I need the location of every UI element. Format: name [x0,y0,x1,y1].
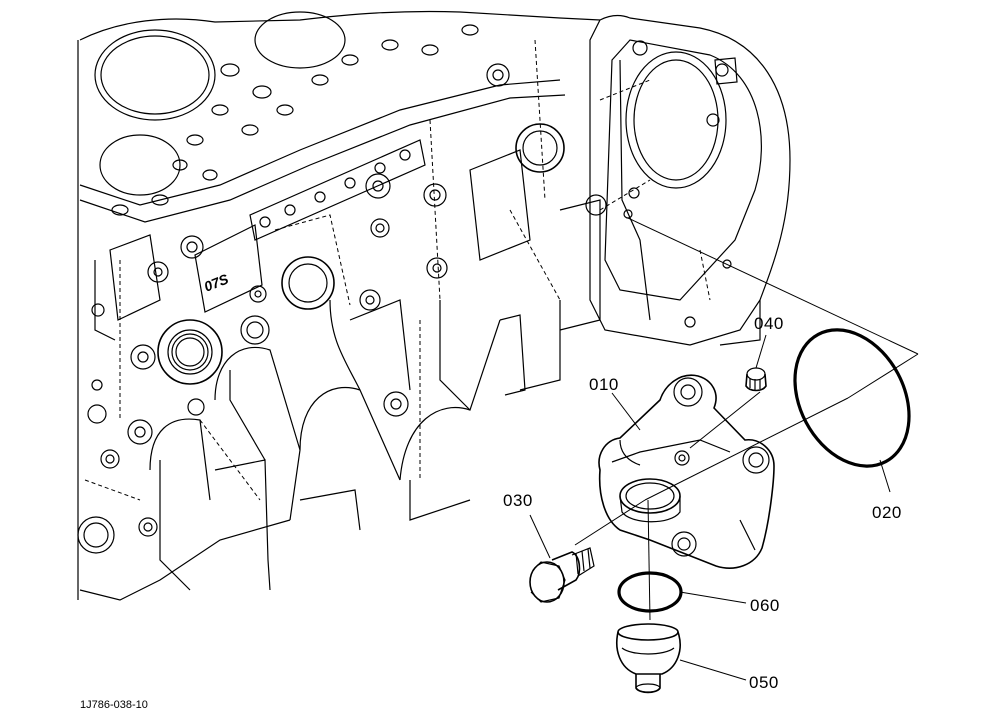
label-040[interactable]: 040 [754,314,784,333]
label-020[interactable]: 020 [872,503,902,522]
part-labels: 010 020 030 040 050 060 [503,314,902,692]
part-020-o-ring [793,328,911,468]
assembly-projection-lines [574,217,919,621]
block-casting-mark: 07S [202,270,232,294]
part-010-flange [598,374,775,569]
part-030-bolt [529,547,595,603]
part-050-thermostat [616,623,681,694]
label-030[interactable]: 030 [503,491,533,510]
leader-lines [529,334,891,681]
drawing-code: 1J786-038-10 [80,699,148,711]
part-040-plug [745,367,767,392]
label-010[interactable]: 010 [589,375,619,394]
label-060[interactable]: 060 [750,596,780,615]
label-050[interactable]: 050 [749,673,779,692]
engine-block: 07S [77,10,791,601]
